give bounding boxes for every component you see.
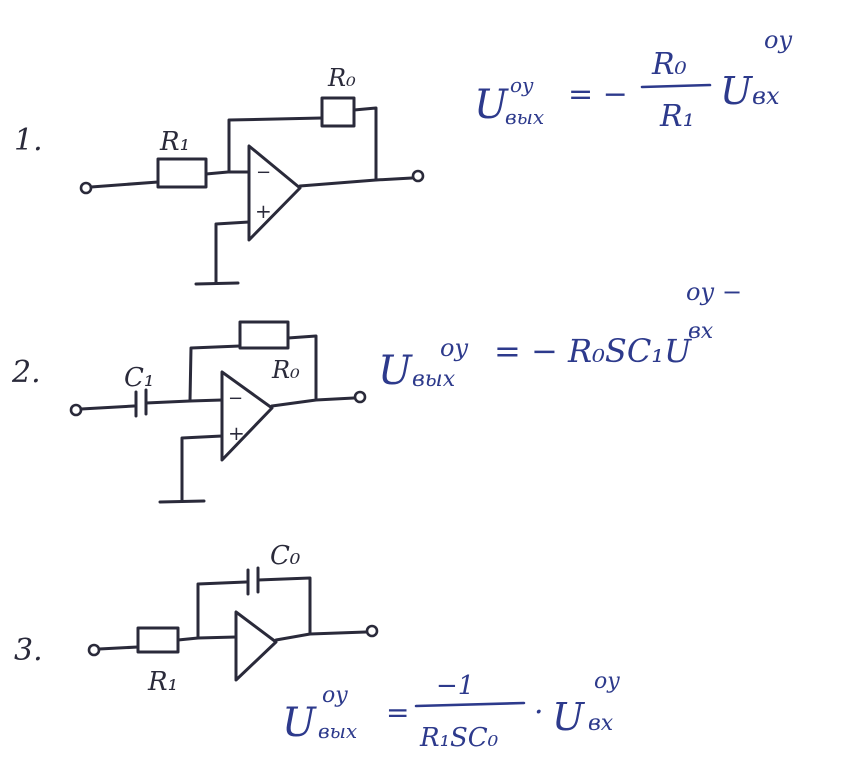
formula-1: U оу вых = − R₀ R₁ U оу вх <box>474 26 792 134</box>
circuit-2-input-wire <box>79 404 136 411</box>
circuit-2: 2. C₁ R₀ − + <box>11 320 367 504</box>
formula-2-rhs-sub: вх <box>688 319 714 344</box>
formula-2-lhs-u: U <box>378 348 413 394</box>
formula-3-denominator: R₁SC₀ <box>419 723 499 753</box>
formula-2: U оу вых = − R₀SC₁U оу − вх <box>378 278 742 394</box>
formula-1-lhs-u: U <box>474 82 509 128</box>
formula-1-equals: = − <box>568 77 628 112</box>
circuit-1-feedback-resistor <box>320 96 356 128</box>
circuit-3-opamp <box>234 610 278 682</box>
circuit-3-r1-label: R₁ <box>147 667 178 697</box>
circuit-1-number: 1. <box>14 123 43 158</box>
circuit-3-output-terminal <box>365 624 379 638</box>
formula-1-lhs-sup: оу <box>510 73 534 97</box>
circuit-1-minus-sign: − <box>256 162 271 183</box>
formula-1-rhs-u: U <box>720 69 754 113</box>
circuit-2-r0-label: R₀ <box>271 356 300 384</box>
circuit-2-opamp <box>220 370 274 462</box>
formula-3-lhs-sub: вых <box>318 719 357 743</box>
circuit-2-c1-label: C₁ <box>124 363 154 393</box>
circuit-2-plus-sign: + <box>228 421 245 445</box>
circuit-3: 3. R₁ C₀ <box>14 541 379 697</box>
circuit-1-opamp <box>247 144 302 242</box>
formula-1-rhs-sup: оу <box>764 26 792 54</box>
formula-2-rhs-expr: = − R₀SC₁U <box>494 332 692 370</box>
circuit-3-input-wire <box>97 645 140 651</box>
circuit-1-input-resistor <box>156 157 208 189</box>
circuit-1-inverting-input-wire <box>204 170 250 176</box>
circuit-3-inverting-input-wire <box>176 635 238 642</box>
circuit-1-plus-sign: + <box>255 199 272 223</box>
circuit-2-inverting-input-wire <box>144 398 224 405</box>
circuit-2-feedback-wire-right <box>286 334 318 400</box>
circuit-3-number: 3. <box>14 633 43 668</box>
formula-3-dot: · <box>534 695 544 730</box>
formula-3-rhs-sup: оу <box>594 669 620 694</box>
formula-1-numerator: R₀ <box>651 47 687 82</box>
circuit-3-input-resistor <box>136 626 180 654</box>
formula-2-lhs-sub: вых <box>412 367 456 392</box>
circuit-2-minus-sign: − <box>228 388 243 409</box>
circuit-3-output-wire <box>274 630 368 642</box>
formula-3-lhs-sup: оу <box>322 683 348 708</box>
circuit-1-r1-label: R₁ <box>159 127 190 157</box>
formula-1-lhs-sub: вых <box>505 105 544 129</box>
circuit-1-output-wire <box>298 176 414 188</box>
formula-3: U оу вых = −1 R₁SC₀ · U оу вх <box>282 669 620 753</box>
circuit-3-feedback-capacitor <box>246 566 260 596</box>
formula-3-rhs-u: U <box>552 695 586 739</box>
circuit-2-ground-symbol <box>158 499 206 504</box>
formula-2-rhs-sup: оу − <box>686 278 742 306</box>
formula-2-lhs-sup: оу <box>440 334 468 362</box>
circuit-2-output-wire <box>270 396 356 408</box>
circuit-1-input-wire <box>89 180 160 189</box>
circuit-3-feedback-wire-right <box>256 576 312 636</box>
circuit-2-output-terminal <box>353 390 367 404</box>
formula-1-fraction-bar <box>640 83 712 89</box>
formula-3-lhs-u: U <box>282 700 317 746</box>
circuit-2-feedback-wire-left <box>188 344 242 403</box>
circuit-1: 1. R₁ R₀ − + <box>14 64 425 286</box>
circuit-1-r0-label: R₀ <box>327 64 356 92</box>
circuit-1-ground-wire <box>214 220 251 284</box>
formula-3-equals: = <box>386 696 409 729</box>
formula-3-fraction-bar <box>414 701 526 708</box>
circuit-1-feedback-wire-left <box>227 116 324 174</box>
circuit-2-ground-wire <box>180 434 224 502</box>
circuit-2-feedback-resistor <box>238 320 290 350</box>
circuit-3-c0-label: C₀ <box>270 541 301 571</box>
formula-3-numerator: −1 <box>436 671 474 701</box>
circuit-1-input-terminal <box>79 181 93 195</box>
circuit-1-feedback-wire-right <box>352 106 378 182</box>
circuit-3-input-terminal <box>87 643 101 657</box>
circuit-2-input-terminal <box>69 403 83 417</box>
circuit-1-output-terminal <box>411 169 425 183</box>
circuit-1-ground-symbol <box>194 281 240 286</box>
formula-1-rhs-sub: вх <box>752 82 780 110</box>
formula-3-rhs-sub: вх <box>588 711 614 736</box>
circuit-3-feedback-wire-left <box>196 580 248 640</box>
formula-1-denominator: R₁ <box>659 99 695 134</box>
circuit-2-number: 2. <box>11 355 41 390</box>
